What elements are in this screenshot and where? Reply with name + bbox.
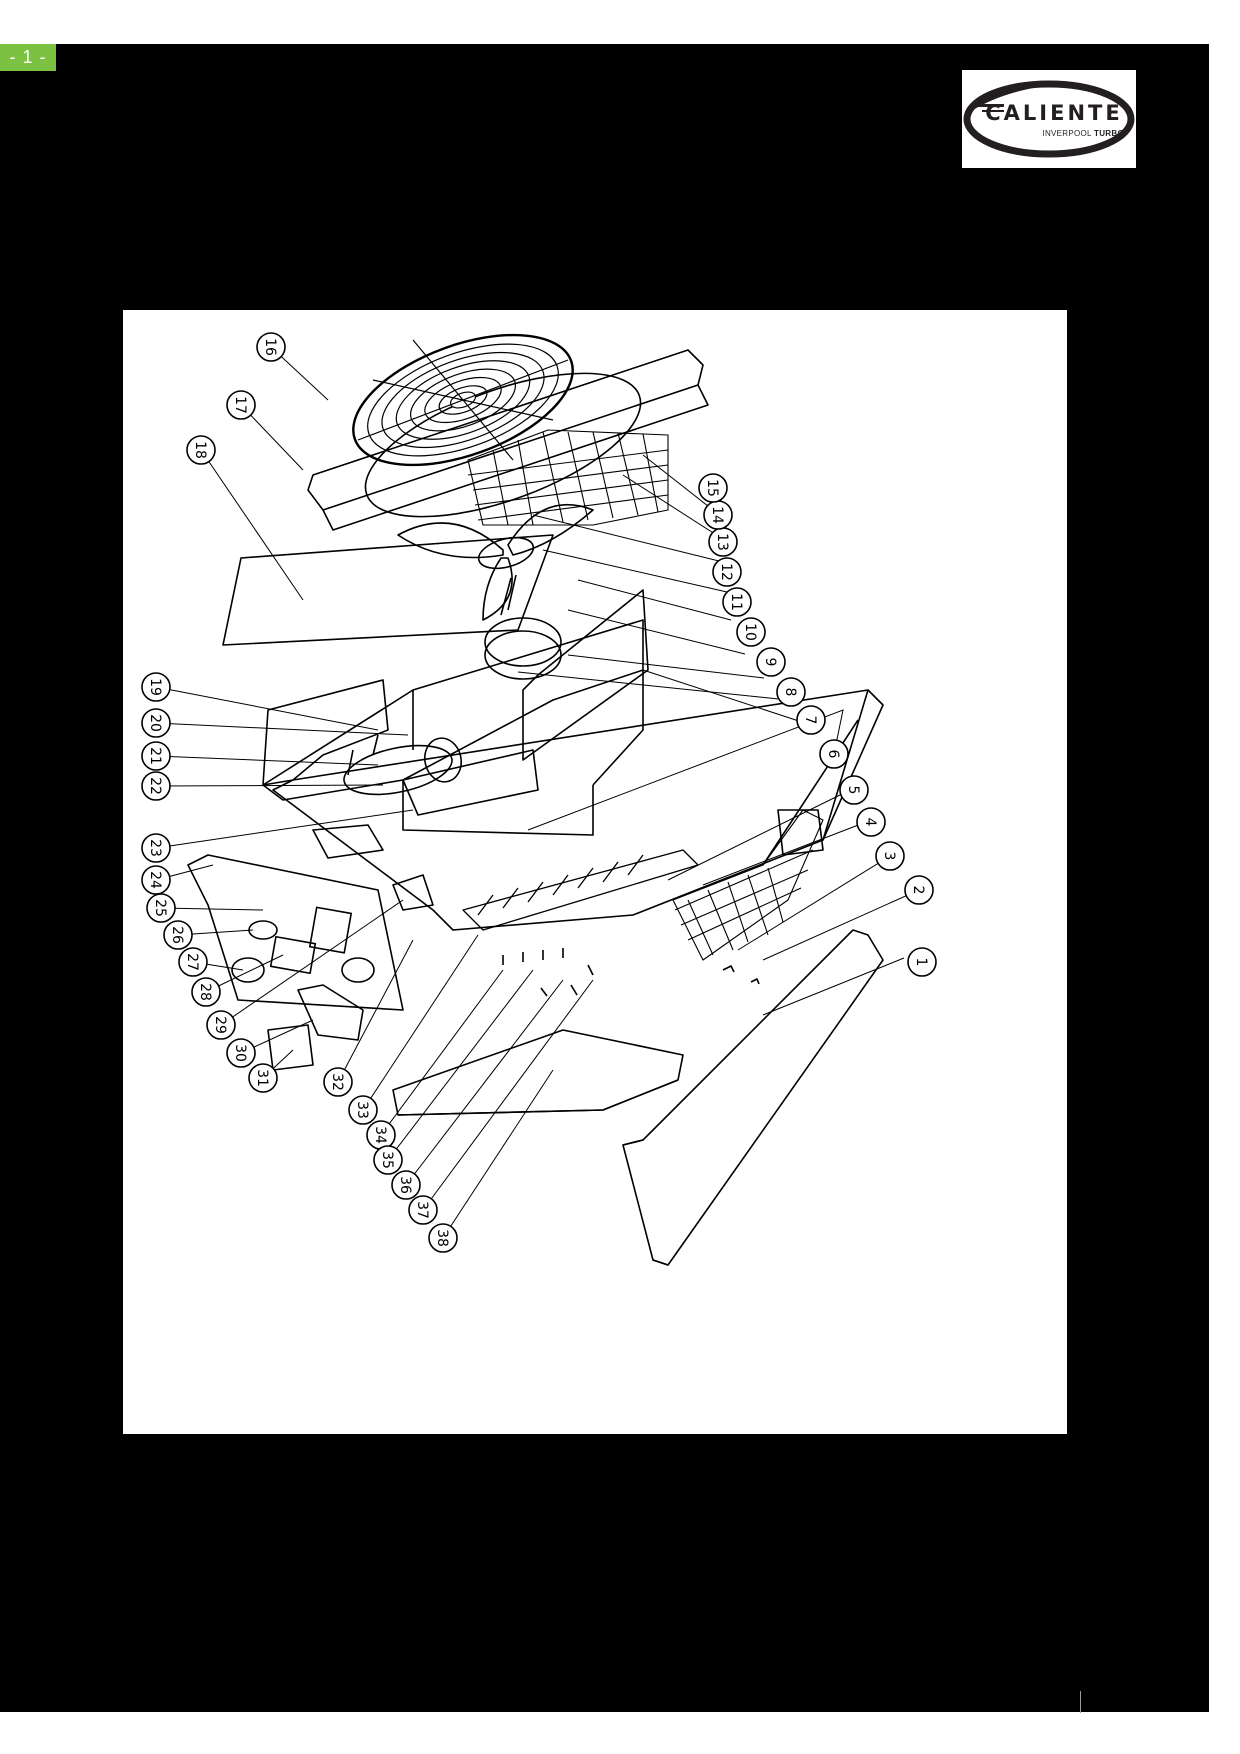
callout-33: 33	[354, 1101, 370, 1119]
part-rear-grid	[467, 429, 669, 526]
part-evaporator-coil	[462, 849, 699, 931]
exploded-parts-diagram: 1 2 3 4 5 6 7 8 9 10 11 12 13 14 15 16 1…	[123, 310, 1067, 1434]
part-screws	[502, 948, 760, 997]
callout-27: 27	[184, 953, 200, 971]
callout-9: 9	[762, 658, 778, 667]
callout-17: 17	[232, 396, 248, 414]
exploded-view-drawing: 1 2 3 4 5 6 7 8 9 10 11 12 13 14 15 16 1…	[141, 332, 937, 1266]
callout-26: 26	[169, 926, 185, 944]
callout-8: 8	[782, 688, 798, 697]
part-side-strip	[777, 809, 824, 856]
callout-16: 16	[262, 338, 278, 356]
callout-21: 21	[147, 747, 163, 765]
part-junction-box	[392, 874, 434, 911]
part-component-box	[402, 749, 539, 816]
part-fan-blade	[397, 503, 594, 621]
callout-bubbles	[141, 332, 937, 1253]
callout-2: 2	[910, 886, 926, 895]
part-side-grid	[672, 809, 824, 961]
part-side-panel	[522, 589, 649, 761]
part-partition-wall	[262, 679, 389, 786]
logo-subtitle-bold: TURBO	[1094, 129, 1124, 138]
callout-6: 6	[825, 750, 841, 759]
brand-logo: CALIENTE INVERPOOL TURBO	[962, 70, 1136, 168]
callout-23: 23	[147, 839, 163, 857]
callout-36: 36	[397, 1176, 413, 1194]
part-chassis-frame	[262, 619, 644, 801]
part-control-board	[187, 854, 404, 1011]
callout-3: 3	[881, 852, 897, 861]
callout-labels: 1 2 3 4 5 6 7 8 9 10 11 12 13 14 15 16 1…	[147, 338, 929, 1247]
page-number-badge: - 1 -	[0, 44, 56, 71]
callout-leaders	[155, 346, 920, 1239]
callout-13: 13	[714, 533, 730, 551]
part-terminal-box	[297, 984, 364, 1041]
callout-12: 12	[718, 563, 734, 581]
logo-swoosh-icon	[963, 80, 1135, 158]
callout-11: 11	[728, 593, 744, 611]
part-top-cover	[222, 534, 554, 646]
callout-15: 15	[704, 479, 720, 497]
part-fan-motor	[484, 574, 562, 680]
callout-22: 22	[147, 777, 163, 795]
logo-brand-text: CALIENTE	[985, 101, 1123, 125]
callout-10: 10	[742, 623, 758, 641]
callout-30: 30	[232, 1044, 248, 1062]
callout-1: 1	[913, 958, 929, 967]
callout-37: 37	[414, 1201, 430, 1219]
callout-35: 35	[379, 1151, 395, 1169]
callout-14: 14	[709, 506, 725, 524]
logo-subtitle-prefix: INVERPOOL	[1042, 129, 1092, 138]
callout-18: 18	[192, 441, 208, 459]
part-electrical-cover	[312, 824, 384, 859]
callout-32: 32	[329, 1073, 345, 1091]
part-fan-grille	[352, 333, 574, 467]
callout-31: 31	[254, 1069, 270, 1087]
callout-25: 25	[152, 899, 168, 917]
part-front-panel	[622, 929, 884, 1266]
callout-28: 28	[197, 983, 213, 1001]
callout-34: 34	[372, 1126, 388, 1144]
callout-20: 20	[147, 714, 163, 732]
part-controller-display	[267, 1024, 314, 1071]
callout-5: 5	[845, 786, 861, 795]
callout-24: 24	[147, 871, 163, 889]
footer-divider	[1080, 1691, 1081, 1713]
logo-subtitle: INVERPOOL TURBO	[1020, 129, 1124, 138]
callout-7: 7	[802, 716, 818, 725]
callout-38: 38	[434, 1229, 450, 1247]
part-base-plate	[392, 1029, 684, 1116]
callout-4: 4	[862, 818, 878, 827]
callout-19: 19	[147, 678, 163, 696]
part-compressor	[343, 734, 462, 796]
callout-29: 29	[212, 1016, 228, 1034]
